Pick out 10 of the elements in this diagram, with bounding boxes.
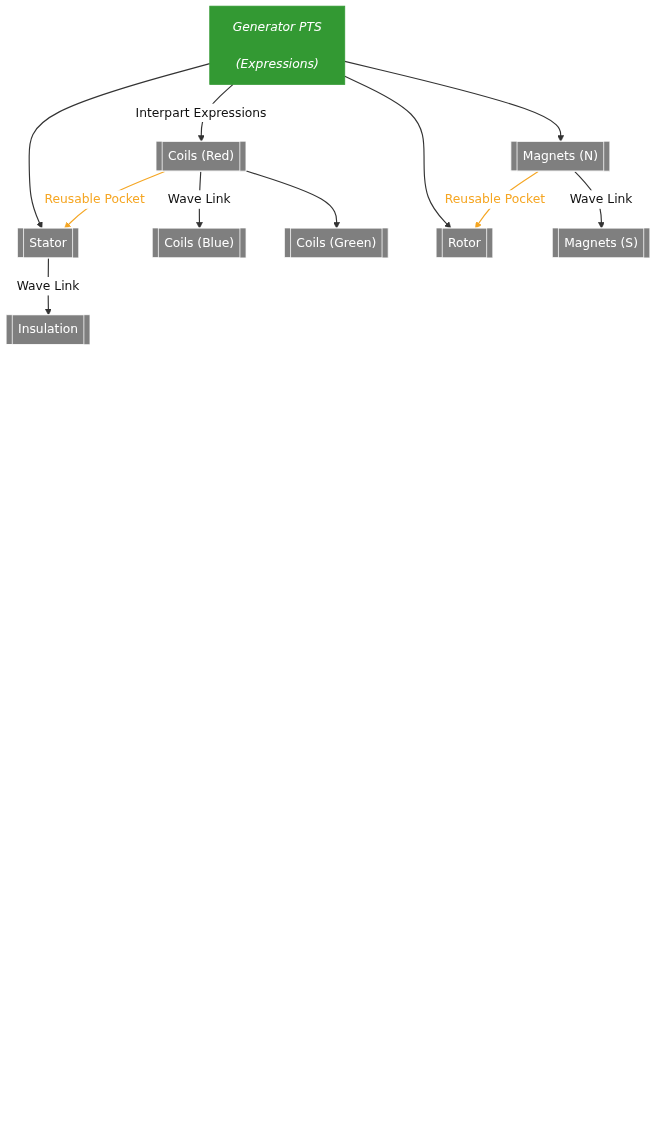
node-box: Generator PTS (Expressions) <box>209 5 346 85</box>
edge-label: Wave Link <box>16 278 80 294</box>
arrow <box>344 75 452 229</box>
arrow <box>344 60 565 142</box>
edge-label: Interpart Expressions <box>135 105 267 120</box>
edge-label: Reusable Pocket <box>444 191 546 207</box>
arrow <box>245 170 340 229</box>
edge-label: Wave Link <box>167 191 231 207</box>
edge-label: Reusable Pocket <box>44 191 145 207</box>
edge-label: Wave Link <box>569 191 633 207</box>
